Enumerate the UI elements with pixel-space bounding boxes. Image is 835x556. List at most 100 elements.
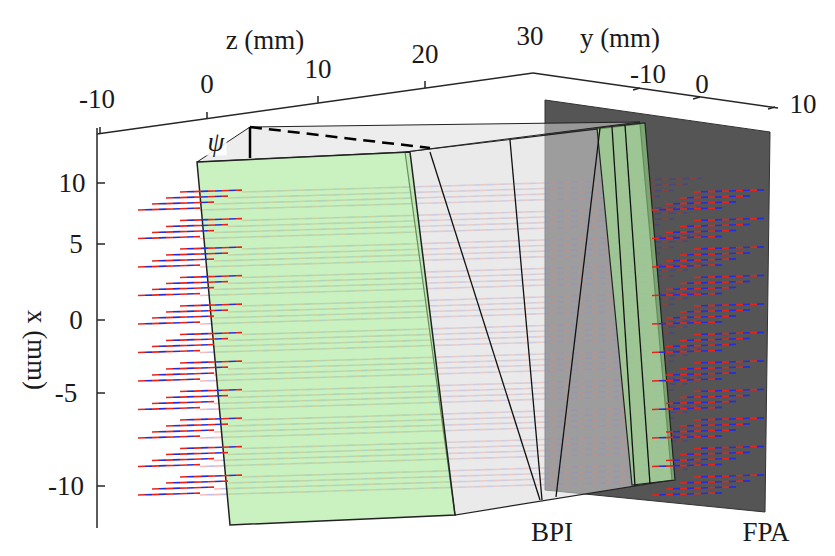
- ray-red: [694, 218, 764, 220]
- ray-red: [666, 230, 736, 232]
- ray-blue: [152, 288, 214, 290]
- ray-blue: [152, 259, 214, 261]
- ray-red: [680, 481, 750, 483]
- ray-blue: [180, 447, 242, 449]
- ray-blue: [138, 408, 200, 410]
- ray-blue: [138, 493, 200, 495]
- ray-blue: [138, 351, 200, 353]
- ray-red: [666, 487, 736, 489]
- ray-blue: [666, 259, 736, 261]
- ray-red: [166, 453, 228, 455]
- ray-blue: [166, 310, 228, 312]
- ray-blue: [152, 402, 214, 404]
- tick-label: 0: [200, 71, 214, 98]
- ray-blue: [652, 407, 722, 409]
- angle-reference: [250, 127, 430, 148]
- tick-label: 0: [695, 71, 709, 98]
- tick-label: 10: [59, 170, 86, 197]
- tick-label: -10: [630, 61, 666, 88]
- ray-red: [694, 332, 764, 334]
- ray-blue: [680, 481, 750, 483]
- ray-blue: [666, 373, 736, 375]
- ray-blue: [180, 219, 242, 221]
- ray-blue: [166, 196, 228, 198]
- ray-red: [666, 344, 736, 346]
- ray-red: [652, 293, 722, 295]
- ray-blue: [152, 430, 214, 432]
- ray-blue: [680, 310, 750, 312]
- ray-red: [152, 373, 214, 375]
- ray-blue: [652, 236, 722, 238]
- ray-blue: [166, 225, 228, 227]
- ray-red: [694, 446, 764, 448]
- ray-red: [152, 259, 214, 261]
- ray-red: [138, 436, 200, 438]
- ray-red: [152, 487, 214, 489]
- ray-blue: [152, 345, 214, 347]
- tick-label: -10: [48, 473, 84, 500]
- ray-red: [180, 333, 242, 335]
- ray-blue: [652, 208, 722, 210]
- ray-blue: [138, 436, 200, 438]
- ray-red: [652, 265, 722, 267]
- tick-label: 10: [790, 91, 817, 118]
- ray-red: [166, 396, 228, 398]
- ray-red: [652, 436, 722, 438]
- part-label: BPI: [531, 519, 573, 546]
- ray-blue: [166, 396, 228, 398]
- ray-blue: [652, 322, 722, 324]
- ray-red: [694, 304, 764, 306]
- ray-blue: [694, 332, 764, 334]
- ray-blue: [666, 230, 736, 232]
- part-label: FPA: [742, 519, 789, 546]
- ray-blue: [680, 367, 750, 369]
- ray-blue: [666, 401, 736, 403]
- ray-blue: [680, 338, 750, 340]
- ray-red: [652, 493, 722, 495]
- ray-red: [666, 259, 736, 261]
- ray-red: [666, 401, 736, 403]
- ray-blue: [694, 304, 764, 306]
- ray-blue: [694, 247, 764, 249]
- tick-label: 30: [517, 23, 544, 50]
- ray-red: [152, 231, 214, 233]
- ray-red: [152, 459, 214, 461]
- ray-blue: [694, 389, 764, 391]
- ray-blue: [680, 196, 750, 198]
- ray-blue: [138, 208, 200, 210]
- tick-label: -10: [79, 86, 115, 113]
- ray-red: [680, 395, 750, 397]
- ray-blue: [138, 294, 200, 296]
- ray-blue: [694, 190, 764, 192]
- ray-red: [166, 282, 228, 284]
- angle-label: ψ: [206, 129, 227, 156]
- prism-top: [197, 122, 640, 162]
- ray-red: [152, 288, 214, 290]
- ray-blue: [652, 265, 722, 267]
- ray-red: [652, 236, 722, 238]
- ray-red: [652, 208, 722, 210]
- tick-label: 0: [69, 307, 83, 334]
- ray-blue: [152, 373, 214, 375]
- ray-blue: [694, 361, 764, 363]
- ray-blue: [652, 350, 722, 352]
- ray-red: [680, 338, 750, 340]
- ray-red: [180, 276, 242, 278]
- ray-blue: [694, 218, 764, 220]
- ray-red: [666, 430, 736, 432]
- ray-red: [694, 275, 764, 277]
- ray-blue: [666, 316, 736, 318]
- ray-blue: [166, 282, 228, 284]
- ray-red: [694, 418, 764, 420]
- ray-red: [152, 202, 214, 204]
- ray-blue: [652, 464, 722, 466]
- ray-red: [666, 458, 736, 460]
- ray-red: [694, 475, 764, 477]
- ray-red: [166, 481, 228, 483]
- ray-red: [180, 247, 242, 249]
- ray-blue: [180, 190, 242, 192]
- ray-red: [680, 367, 750, 369]
- ray-red: [666, 316, 736, 318]
- ray-blue: [680, 224, 750, 226]
- ray-blue: [694, 475, 764, 477]
